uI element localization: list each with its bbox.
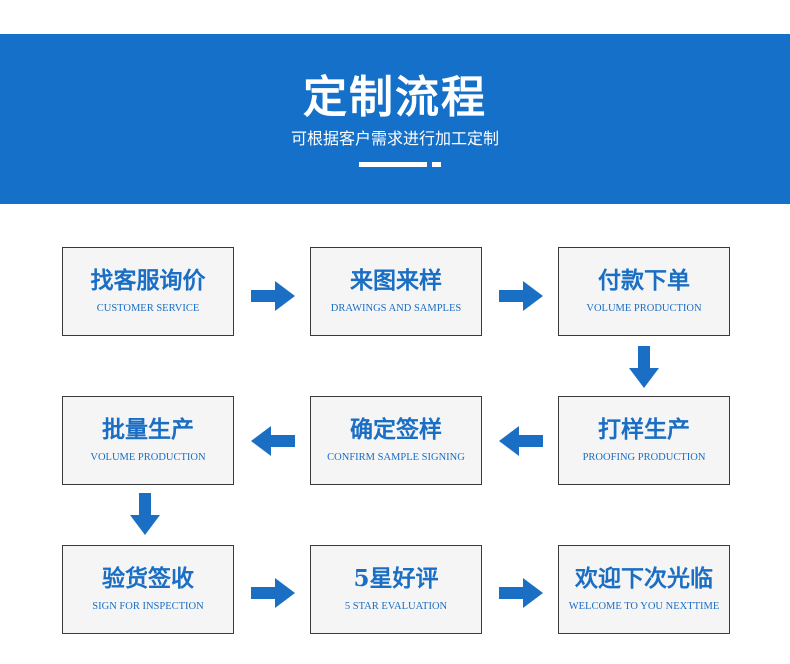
- step-subtitle: SIGN FOR INSPECTION: [92, 601, 204, 612]
- step-box-five-star: 5星好评 5 STAR EVALUATION: [310, 545, 482, 634]
- title-underline-long: [359, 162, 427, 167]
- step-box-payment-order: 付款下单 VOLUME PRODUCTION: [558, 247, 730, 336]
- arrow-right-icon: [499, 578, 543, 608]
- step-box-customer-service: 找客服询价 CUSTOMER SERVICE: [62, 247, 234, 336]
- step-box-welcome: 欢迎下次光临 WELCOME TO YOU NEXTTIME: [558, 545, 730, 634]
- step-title: 批量生产: [102, 416, 194, 443]
- title-underline-short: [432, 162, 441, 167]
- page-title: 定制流程: [303, 72, 487, 123]
- step-box-confirm-sample: 确定签样 CONFIRM SAMPLE SIGNING: [310, 396, 482, 485]
- step-box-proofing-production: 打样生产 PROOFING PRODUCTION: [558, 396, 730, 485]
- step-subtitle: VOLUME PRODUCTION: [90, 452, 206, 463]
- step-box-volume-production: 批量生产 VOLUME PRODUCTION: [62, 396, 234, 485]
- step-title: 验货签收: [102, 565, 194, 592]
- step-subtitle: WELCOME TO YOU NEXTTIME: [568, 601, 720, 612]
- step-subtitle: DRAWINGS AND SAMPLES: [330, 303, 462, 314]
- page-subtitle: 可根据客户需求进行加工定制: [290, 129, 499, 148]
- arrow-right-icon: [251, 578, 295, 608]
- step-subtitle: CUSTOMER SERVICE: [96, 303, 200, 314]
- step-title: 来图来样: [350, 267, 442, 294]
- step-title: 5星好评: [353, 565, 439, 592]
- arrow-down-icon: [130, 493, 160, 535]
- step-subtitle: PROOFING PRODUCTION: [582, 452, 706, 463]
- header-banner: 定制流程 可根据客户需求进行加工定制: [0, 34, 790, 204]
- step-subtitle: 5 STAR EVALUATION: [344, 601, 448, 612]
- step-subtitle: CONFIRM SAMPLE SIGNING: [327, 452, 465, 463]
- step-box-inspection: 验货签收 SIGN FOR INSPECTION: [62, 545, 234, 634]
- arrow-down-icon: [629, 346, 659, 388]
- arrow-left-icon: [251, 426, 295, 456]
- step-title: 付款下单: [598, 267, 690, 294]
- step-title: 打样生产: [598, 416, 690, 443]
- step-subtitle: VOLUME PRODUCTION: [586, 303, 702, 314]
- step-title: 确定签样: [350, 416, 442, 443]
- arrow-right-icon: [499, 281, 543, 311]
- arrow-left-icon: [499, 426, 543, 456]
- step-title: 欢迎下次光临: [575, 565, 713, 592]
- step-box-drawings-samples: 来图来样 DRAWINGS AND SAMPLES: [310, 247, 482, 336]
- arrow-right-icon: [251, 281, 295, 311]
- step-title: 找客服询价: [90, 267, 206, 294]
